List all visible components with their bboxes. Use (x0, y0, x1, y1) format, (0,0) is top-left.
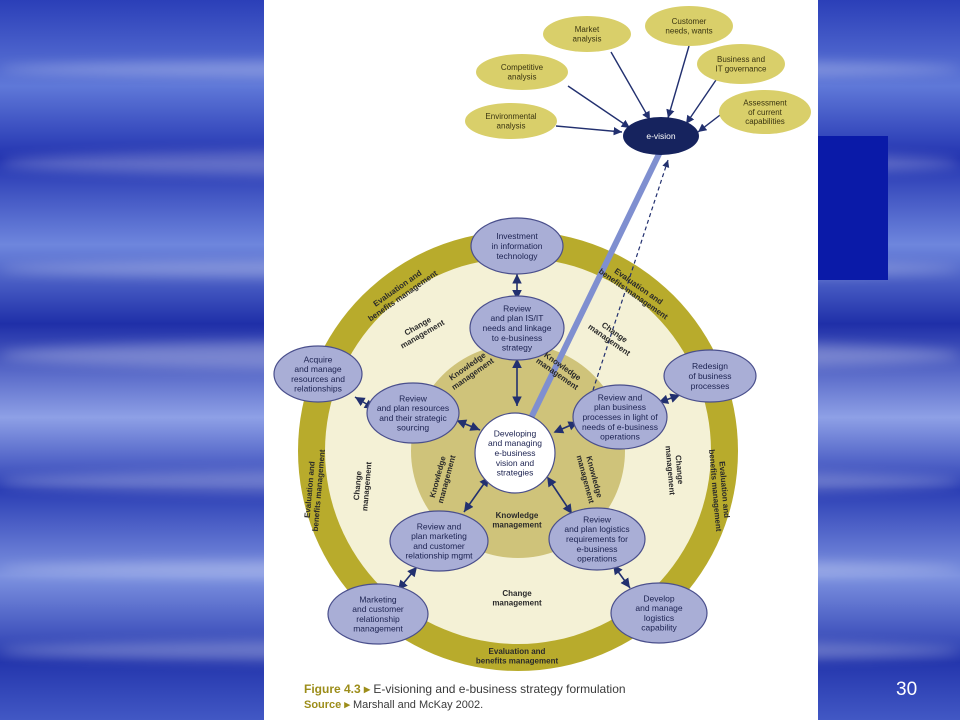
label-text: Changemanagement (663, 445, 685, 496)
label-text: Changemanagement (351, 460, 373, 511)
arrow-environmental (555, 125, 623, 136)
arrow-customer (666, 45, 690, 119)
label-text: e-vision (646, 131, 676, 141)
decorative-blue-block (818, 136, 888, 280)
evision-node: e-vision (623, 117, 699, 155)
arrow-center-logistics (547, 476, 573, 515)
feedback-dashed-line (579, 159, 670, 431)
arrow-center-marketing (463, 476, 489, 513)
figure-source: Source ▸ Marshall and McKay 2002. (304, 699, 484, 711)
arrow-center-resources (456, 419, 481, 431)
arrow-marketing-outer (397, 566, 418, 591)
page-number: 30 (896, 679, 918, 700)
figure-caption: Figure 4.3 ▸ E-visioning and e-business … (304, 682, 626, 696)
arrow-governance (685, 79, 717, 125)
arrow-logistics-outer (613, 564, 631, 589)
arrow-market (610, 51, 651, 121)
evision-link-line (527, 150, 663, 422)
arrow-competitive (567, 85, 631, 129)
arrow-processes-redesign (658, 393, 681, 404)
